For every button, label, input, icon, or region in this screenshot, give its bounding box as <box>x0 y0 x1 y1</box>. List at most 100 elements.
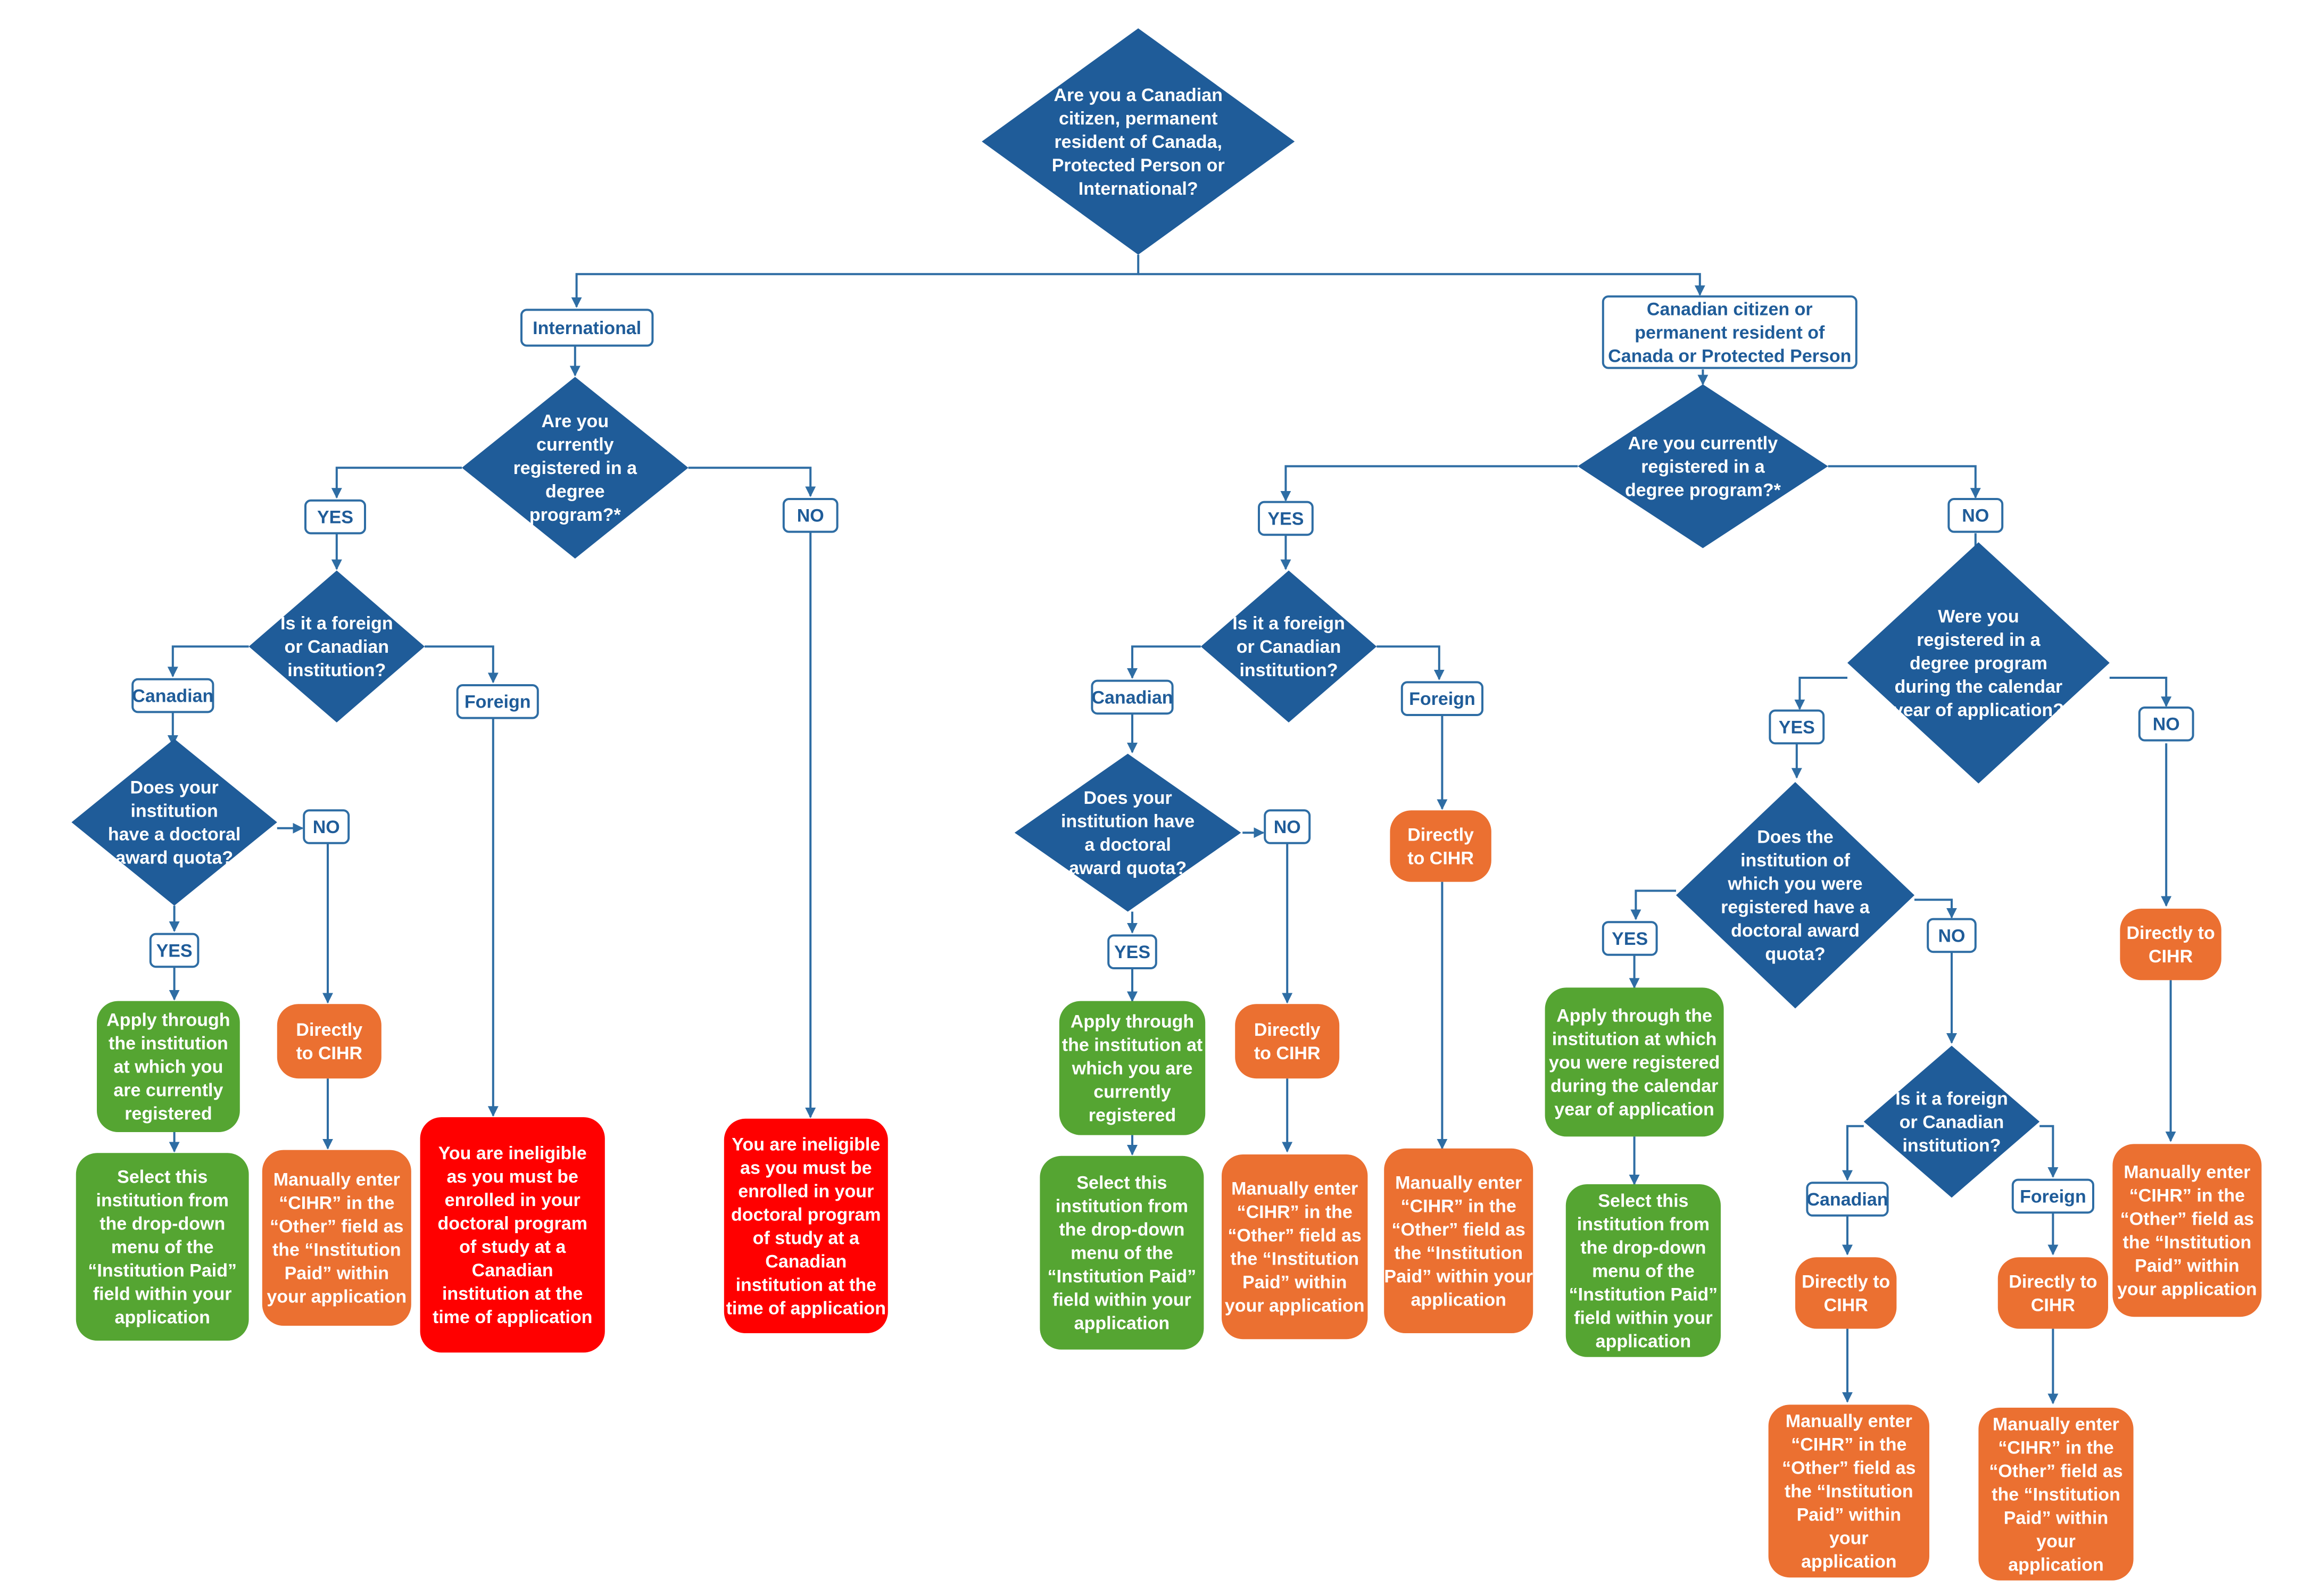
node-shape <box>149 933 200 968</box>
node-text: YES <box>156 941 193 961</box>
node-shape <box>2011 1178 2095 1214</box>
node-shape <box>1847 542 2110 784</box>
node-text: Manually enter“CIHR” in the“Other” field… <box>267 1170 407 1307</box>
lbl-can-canadian-label: Canadian <box>1091 679 1174 715</box>
node-text: YES <box>1612 929 1648 949</box>
node-text: YES <box>1779 717 1815 737</box>
node-text: Manually enter“CIHR” in the“Other” field… <box>1989 1414 2122 1575</box>
connectors <box>167 254 2176 1404</box>
node-shape <box>724 1118 888 1333</box>
node-text: NO <box>1962 506 1989 526</box>
o-intl-manual-box: Manually enter“CIHR” in the“Other” field… <box>262 1150 411 1326</box>
lbl-were-yes-label: YES <box>1769 709 1825 745</box>
lbl-can-yes-label: YES <box>1258 501 1314 536</box>
lbl-can-foreign-label: Foreign <box>1400 681 1484 717</box>
connector-arrow <box>2039 1125 2059 1178</box>
node-shape <box>462 377 689 559</box>
node-shape <box>1091 679 1174 715</box>
node-shape <box>1947 498 2004 533</box>
lbl-intl-canadian-label: Canadian <box>131 678 214 713</box>
connector-arrow <box>1828 465 1981 499</box>
lbl-were-no-label: NO <box>2138 706 2194 742</box>
node-shape <box>1235 1004 1340 1079</box>
lbl-intl-yes-label: YES <box>304 499 366 535</box>
node-shape <box>1863 1045 2040 1198</box>
lbl-can-quota-yes-label: YES <box>1107 934 1157 970</box>
lbl-intl-no-label: NO <box>782 498 839 533</box>
connector-arrow <box>688 467 816 497</box>
node-shape <box>262 1150 411 1326</box>
node-shape <box>456 684 539 719</box>
node-text: NO <box>1274 817 1301 837</box>
node-shape <box>1768 1404 1929 1578</box>
node-shape <box>1578 384 1828 548</box>
o-can-manual-box: Manually enter“CIHR” in the“Other” field… <box>1222 1154 1368 1340</box>
node-text: NO <box>2153 714 2180 735</box>
node-shape <box>520 309 654 347</box>
node-shape <box>131 678 214 713</box>
o-can-foreign-manual-box: Manually enter“CIHR” in the“Other” field… <box>1384 1148 1533 1333</box>
node-shape <box>248 570 425 722</box>
connector-arrow <box>1630 890 1676 920</box>
node-text: Foreign <box>1409 689 1475 709</box>
node-shape <box>1676 782 1914 1009</box>
node-shape <box>1795 1257 1897 1329</box>
node-text: Foreign <box>2020 1186 2086 1207</box>
node-shape <box>782 498 839 533</box>
node-shape <box>277 1004 382 1079</box>
node-shape <box>303 809 350 844</box>
node-shape <box>1602 295 1857 369</box>
node-shape <box>1040 1156 1204 1350</box>
node-shape <box>1602 921 1658 956</box>
node-shape <box>1258 501 1314 536</box>
connector-arrow <box>1127 645 1201 679</box>
connector-arrow <box>425 645 499 684</box>
node-shape <box>1997 1257 2108 1329</box>
node-shape <box>71 738 277 906</box>
lbl-were-canadian-label: Canadian <box>1806 1182 1889 1217</box>
node-text: NO <box>797 506 824 526</box>
node-text: NO <box>313 817 340 837</box>
node-shape <box>2112 1144 2262 1317</box>
lbl-were-foreign-label: Foreign <box>2011 1178 2095 1214</box>
connector-arrow <box>1842 1125 1864 1181</box>
o-were-no-manual-box: Manually enter“CIHR” in the“Other” field… <box>2112 1144 2262 1317</box>
connector-arrow <box>1280 465 1578 502</box>
lbl-were-quota-no-label: NO <box>1927 918 1977 953</box>
connector-arrow <box>1794 677 1847 710</box>
node-shape <box>304 499 366 535</box>
